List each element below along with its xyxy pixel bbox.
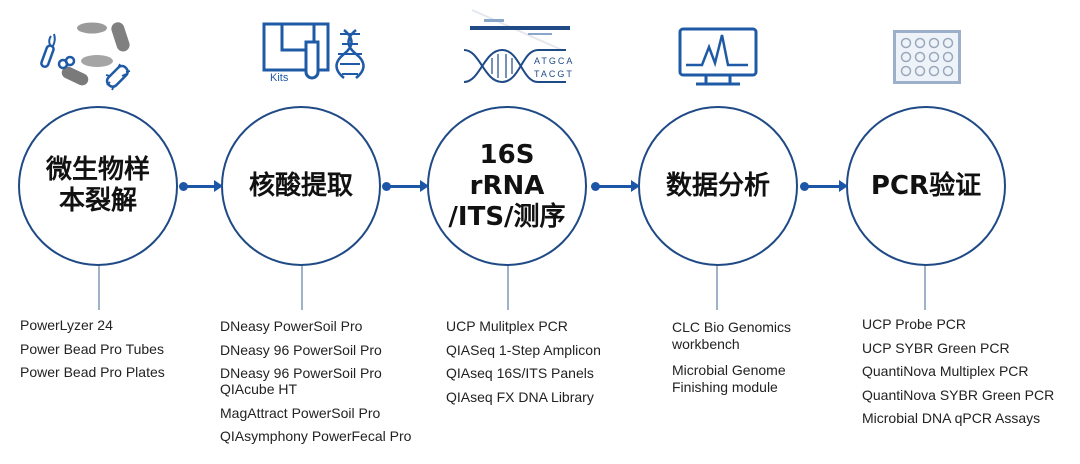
product-item: QIAseq 16S/ITS Panels [446,365,594,381]
bacteria-icon [40,22,131,91]
product-item: Microbial DNA qPCR Assays [862,410,1041,426]
sequencing-icon: ATGCA TACGT [462,6,572,86]
product-item: UCP Mulitplex PCR [446,318,568,334]
step-label: 16S rRNA /ITS/测序 [448,139,566,232]
dna-sequence-bottom: TACGT [534,69,574,79]
arrow-connector [800,180,848,192]
arrowhead-icon [420,180,429,192]
product-item: PowerLyzer 24 [20,317,113,333]
arrowhead-icon [631,180,640,192]
product-item: DNeasy 96 PowerSoil Pro [220,341,382,358]
kits-label: Kits [270,72,289,84]
step-circle-sequencing: 16S rRNA /ITS/测序 [427,106,587,266]
step-label: PCR验证 [870,170,982,201]
kits-dna-icon: Kits [262,22,372,86]
product-item: QIAseq FX DNA Library [446,388,594,405]
monitor-chart-icon [678,27,758,86]
arrow-connector [179,180,223,192]
product-item: UCP SYBR Green PCR [862,339,1010,356]
stem-4 [716,266,718,310]
product-item: QIASeq 1-Step Amplicon [446,341,601,358]
product-item: Microbial Genome Finishing module [672,362,786,395]
product-item: QIAsymphony PowerFecal Pro [220,428,412,444]
product-item: UCP Probe PCR [862,316,967,332]
product-item: MagAttract PowerSoil Pro [220,404,381,421]
arrowhead-icon [839,180,848,192]
arrowhead-icon [214,180,223,192]
stem-2 [301,266,303,310]
product-list-analysis: CLC Bio Genomics workbench Microbial Gen… [672,319,791,404]
product-list-lysis: PowerLyzer 24 Power Bead Pro Tubes Power… [20,317,165,388]
step-circle-analysis: 数据分析 [638,106,798,266]
product-item: Power Bead Pro Tubes [20,340,164,357]
step-label: 核酸提取 [248,170,353,201]
product-item: Power Bead Pro Plates [20,364,165,380]
product-item: DNeasy PowerSoil Pro [220,318,363,334]
product-list-extraction: DNeasy PowerSoil Pro DNeasy 96 PowerSoil… [220,318,411,452]
step-circle-lysis: 微生物样 本裂解 [18,106,178,266]
step-label: 数据分析 [665,170,770,201]
step-circle-pcr: PCR验证 [846,106,1006,266]
step-circle-extraction: 核酸提取 [221,106,381,266]
product-list-pcr: UCP Probe PCR UCP SYBR Green PCR QuantiN… [862,316,1054,434]
well-plate-icon [893,30,961,84]
arrow-connector [591,180,640,192]
stem-5 [924,266,926,310]
product-item: QuantiNova SYBR Green PCR [862,386,1055,403]
stem-3 [507,266,509,310]
product-item: QuantiNova Multiplex PCR [862,363,1029,379]
product-list-sequencing: UCP Mulitplex PCR QIASeq 1-Step Amplicon… [446,318,601,412]
step-label: 微生物样 本裂解 [45,155,150,216]
dna-sequence-top: ATGCA [534,56,575,66]
arrow-connector [382,180,429,192]
product-item: DNeasy 96 PowerSoil Pro QIAcube HT [220,365,382,397]
stem-1 [98,266,100,310]
product-item: CLC Bio Genomics workbench [672,319,792,352]
